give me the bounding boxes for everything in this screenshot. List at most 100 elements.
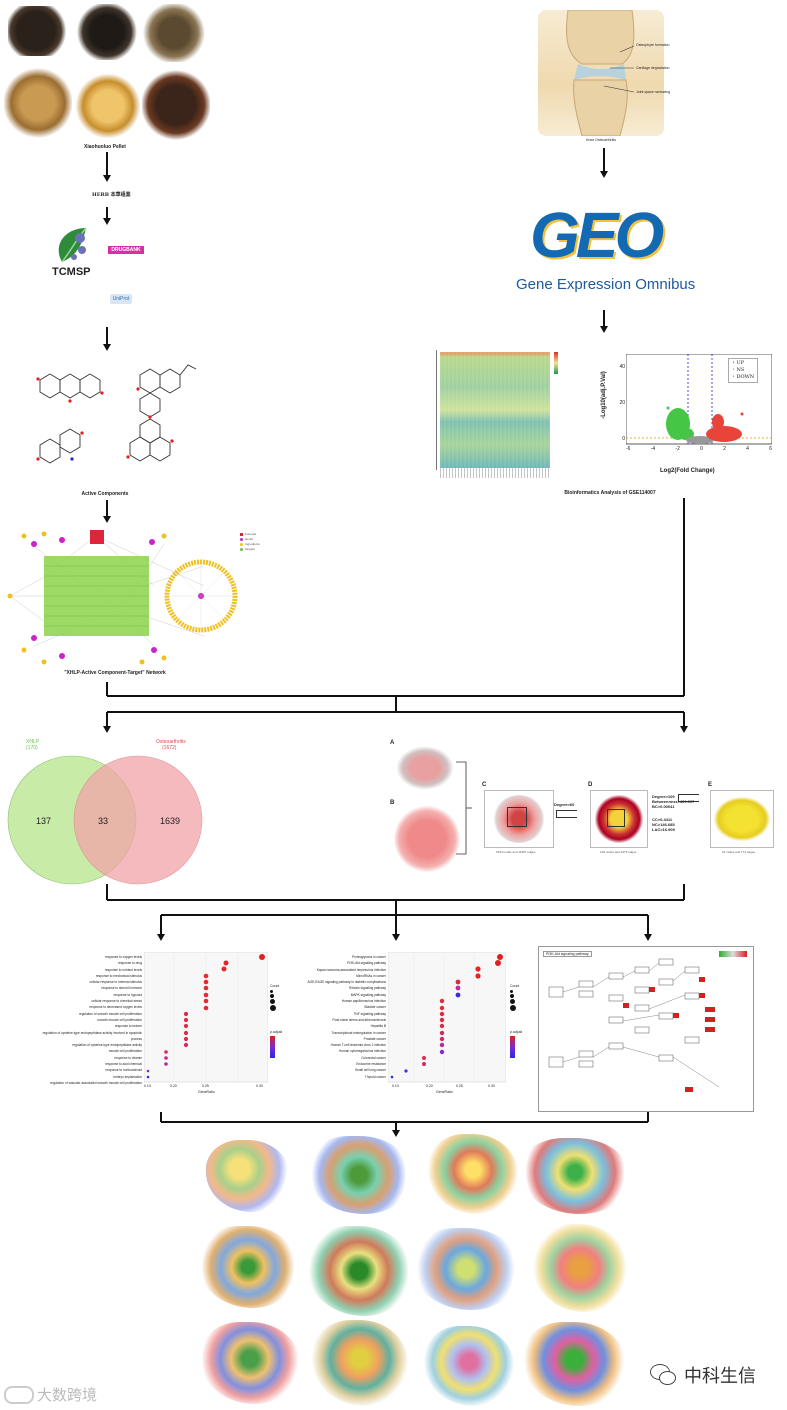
go-term: regulation of cysteine-type endopeptidas… bbox=[40, 1030, 142, 1043]
kegg-dotplot: Proteoglycans in cancer PI3K-Akt signali… bbox=[296, 950, 528, 1112]
ppi-network-a bbox=[396, 746, 454, 790]
heatmap-legend bbox=[554, 352, 558, 374]
kegg-plot-area bbox=[388, 952, 506, 1084]
kegg-padj-label: p.adjust bbox=[510, 1030, 522, 1034]
tcmsp-logo: TCMSP bbox=[52, 226, 100, 282]
go-xtick: 0.10 bbox=[144, 1084, 151, 1088]
venn-circles bbox=[4, 736, 214, 892]
tcmsp-leaf-icon bbox=[52, 226, 100, 266]
ppi-label-b: B bbox=[390, 800, 394, 806]
go-plot-area bbox=[144, 952, 268, 1084]
go-dotplot: response to oxygen levels response to dr… bbox=[40, 950, 296, 1112]
heatmap bbox=[424, 350, 578, 480]
watermark-right-text: 中科生信 bbox=[684, 1362, 756, 1388]
legend-ingredients-swatch bbox=[240, 543, 243, 546]
kegg-padj-colorbar bbox=[510, 1036, 515, 1058]
knee-label-osteophyte: Osteophyte formation bbox=[636, 43, 669, 47]
volcano-xtick: -6 bbox=[626, 446, 630, 452]
watermark-left: 大数跨境 bbox=[4, 1384, 97, 1405]
go-terms: response to oxygen levels response to dr… bbox=[40, 954, 142, 1086]
ppi-arrow-label-1: Degree>60 bbox=[554, 802, 574, 807]
active-components-caption: Active Components bbox=[60, 491, 150, 497]
geo-logo: GEO Gene Expression Omnibus bbox=[516, 190, 706, 300]
pathway-diagram bbox=[539, 947, 753, 1111]
ppi-box-e bbox=[710, 790, 774, 848]
network-graph bbox=[4, 526, 254, 668]
go-xtick: 0.20 bbox=[170, 1084, 177, 1088]
volcano-legend-down: DOWN bbox=[737, 374, 755, 380]
venn-right-only: 1639 bbox=[160, 816, 180, 826]
compound-target-network: Formula Herbs Ingredients Targets bbox=[4, 526, 254, 668]
volcano-xtick: 2 bbox=[723, 446, 726, 452]
wechat-icon bbox=[650, 1364, 676, 1386]
legend-formula-swatch bbox=[240, 533, 243, 536]
kegg-xtick: 0.25 bbox=[456, 1084, 463, 1088]
ppi-bracket bbox=[454, 760, 472, 856]
geo-subtitle: Gene Expression Omnibus bbox=[516, 276, 695, 293]
venn-overlap: 33 bbox=[98, 816, 108, 826]
venn-diagram: XHLP (170) Osteoarthritis (1672) 137 33 … bbox=[4, 736, 214, 892]
ppi-box-c bbox=[484, 790, 554, 848]
ppi-caption-c: 1564 nodes and 11997 edges bbox=[496, 850, 535, 854]
network-legend: Formula Herbs Ingredients Targets bbox=[240, 532, 260, 551]
geo-logo-text: GEO bbox=[530, 198, 660, 272]
volcano-legend-up: UP bbox=[737, 360, 745, 366]
ppi-box-d bbox=[590, 790, 648, 848]
volcano-ytick: 0 bbox=[622, 436, 625, 442]
ppi-criterion: BC>0.00041 bbox=[652, 804, 694, 809]
kegg-xlabel: GeneRatio bbox=[436, 1090, 453, 1094]
herb-db-label: HERB 本草组鉴 bbox=[92, 191, 132, 198]
go-padj-colorbar bbox=[270, 1036, 275, 1058]
volcano-plot: -Log10(adj.P.Val) • UP • NS • DOWN 40 20… bbox=[606, 350, 776, 480]
volcano-ylabel: -Log10(adj.P.Val) bbox=[601, 371, 607, 419]
legend-herbs-swatch bbox=[240, 538, 243, 541]
kegg-terms: Proteoglycans in cancer PI3K-Akt signali… bbox=[296, 954, 386, 1080]
legend-formula-label: Formula bbox=[245, 532, 256, 536]
tcmsp-label: TCMSP bbox=[52, 266, 91, 278]
knee-label-cartilage: Cartilage degradation bbox=[636, 66, 669, 70]
legend-herbs-label: Herbs bbox=[245, 537, 253, 541]
pathway-map: PI3K-Akt signaling pathway bbox=[538, 946, 754, 1112]
kegg-term: Thyroid cancer bbox=[296, 1074, 386, 1080]
go-count-legend: Count bbox=[270, 984, 279, 1012]
go-term: regulation of vascular associated smooth… bbox=[40, 1080, 142, 1086]
volcano-legend: • UP • NS • DOWN bbox=[728, 358, 758, 383]
knee-caption: Knee Osteoarthritis bbox=[560, 138, 642, 142]
knee-illustration: Osteophyte formation Cartilage degradati… bbox=[538, 10, 664, 136]
ppi-arrow-1 bbox=[556, 810, 577, 818]
ppi-criterion: LAC>16.909 bbox=[652, 827, 694, 832]
ppi-label-d: D bbox=[588, 782, 592, 788]
venn-left-only: 137 bbox=[36, 816, 51, 826]
kegg-xtick: 0.20 bbox=[426, 1084, 433, 1088]
go-count-label: Count bbox=[270, 984, 279, 988]
venn-left-count: (170) bbox=[26, 745, 38, 751]
volcano-ytick: 40 bbox=[619, 364, 625, 370]
volcano-yticks: 40 20 0 bbox=[616, 354, 625, 444]
knee-label-joint-space: Joint space narrowing bbox=[636, 90, 670, 94]
bioinfo-caption: Bioinformatics Analysis of GSE114007 bbox=[540, 490, 680, 496]
go-xtick: 0.25 bbox=[202, 1084, 209, 1088]
kegg-count-label: Count bbox=[510, 984, 519, 988]
ppi-label-e: E bbox=[708, 782, 712, 788]
ppi-network-b bbox=[394, 806, 460, 872]
go-xlabel: GeneRatio bbox=[198, 1090, 215, 1094]
ppi-caption-d: 129 nodes and 3476 edges bbox=[600, 850, 636, 854]
go-xtick: 0.30 bbox=[256, 1084, 263, 1088]
ppi-label-a: A bbox=[390, 740, 394, 746]
network-caption: "XHLP-Active Component-Target" Network bbox=[60, 670, 170, 676]
venn-right-count: (1672) bbox=[162, 745, 176, 751]
ppi-panel: A B C 1564 nodes and 11997 edges Degree>… bbox=[388, 738, 784, 888]
kegg-xtick: 0.10 bbox=[392, 1084, 399, 1088]
chemical-structures bbox=[20, 355, 200, 485]
kegg-count-legend: Count bbox=[510, 984, 519, 1012]
heatmap-grid bbox=[440, 352, 550, 468]
uniprot-logo: UniProt bbox=[110, 294, 132, 304]
drugbank-logo: DRUGBANK bbox=[108, 246, 144, 254]
go-padj-label: p.adjust bbox=[270, 1030, 282, 1034]
volcano-xtick: -2 bbox=[675, 446, 679, 452]
volcano-xtick: 0 bbox=[700, 446, 703, 452]
ppi-label-c: C bbox=[482, 782, 486, 788]
watermark-right: 中科生信 bbox=[650, 1362, 756, 1388]
ppi-caption-e: 24 nodes and 174 edges bbox=[722, 850, 755, 854]
legend-targets-label: Targets bbox=[245, 547, 255, 551]
